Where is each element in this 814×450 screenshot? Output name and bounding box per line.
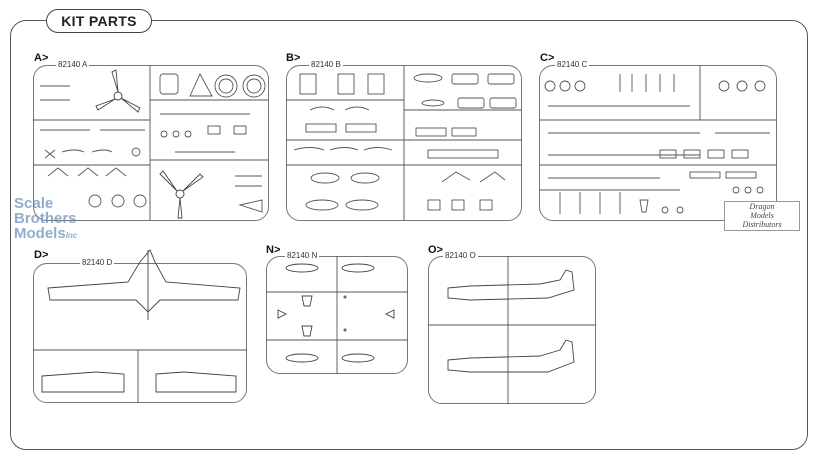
watermark-line3: ModelsInc [14,226,77,243]
watermark-line2: Brothers [14,210,77,227]
fuselage-right-o [447,339,575,373]
cowl-rings [159,72,266,98]
sprue-o-code: 82140 O [443,251,478,260]
scale-brothers-watermark: Scale Brothers ModelsInc [14,196,77,243]
wing-lower-left-d [41,371,125,393]
sprue-c [539,65,777,221]
logo-line3: Distributors [742,220,782,229]
sprue-n-runners [266,256,408,374]
drop-tanks-b [305,73,517,211]
logo-line2: Models [750,211,774,220]
wheels-c [544,80,766,214]
sprue-n-code: 82140 N [285,251,320,260]
sprue-b-runners [286,65,522,221]
sprue-c-runners [539,65,777,191]
section-o-label: O> [428,244,443,256]
propeller-icon [95,69,141,113]
section-n-label: N> [266,244,281,256]
sprue-d-code: 82140 D [80,258,115,267]
wing-lower-right-d [155,371,237,393]
gear-legs-b [299,73,385,95]
propeller-icon-2 [159,170,204,219]
distributor-logo: Dragon Models Distributors [724,201,800,231]
small-parts-c [548,74,770,214]
radiator-parts-b [293,106,499,159]
watermark-models: Models [14,225,66,242]
sprue-c-code: 82140 C [555,60,590,69]
sprue-d-runners [33,349,247,403]
wheels-a [88,130,192,208]
fuselage-left-o [447,269,575,301]
section-b-label: B> [286,52,301,64]
watermark-suffix: Inc [65,231,78,240]
kit-parts-title: KIT PARTS [46,9,152,33]
wing-upper-d [47,249,241,320]
kit-parts-line-art [33,65,777,404]
struts-a [40,85,262,187]
section-c-label: C> [540,52,555,64]
sprue-a-code: 82140 A [56,60,90,69]
sprue-a [33,65,269,221]
small-parts-a [44,125,263,213]
sprue-b-code: 82140 B [309,60,343,69]
sprue-o [428,256,596,404]
logo-line1: Dragon [749,202,775,211]
watermark-line1: Scale [14,195,54,212]
sprue-a-runners [33,65,269,221]
section-d-label: D> [34,249,49,261]
sprue-o-runners [428,256,596,404]
canopy-parts-n [277,263,395,363]
small-parts-b [427,171,506,211]
section-a-label: A> [34,52,49,64]
